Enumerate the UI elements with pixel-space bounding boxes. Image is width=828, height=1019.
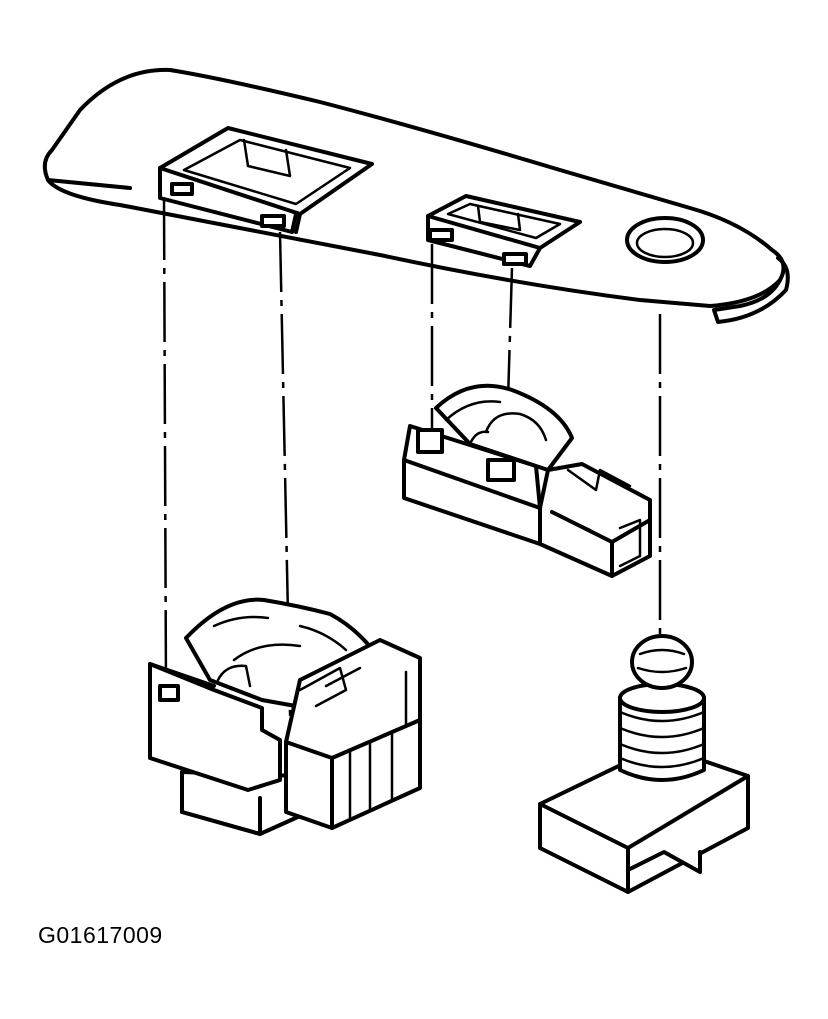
figure-id-label: G01617009	[38, 922, 163, 948]
small-switch-opening	[426, 194, 582, 268]
large-switch-opening	[158, 126, 374, 234]
large-switch	[148, 597, 422, 836]
small-switch	[402, 383, 652, 578]
bulb-socket	[538, 634, 750, 894]
trim-bezel	[42, 67, 790, 324]
bulb-hole	[625, 216, 705, 264]
bulb-globe	[630, 634, 694, 690]
